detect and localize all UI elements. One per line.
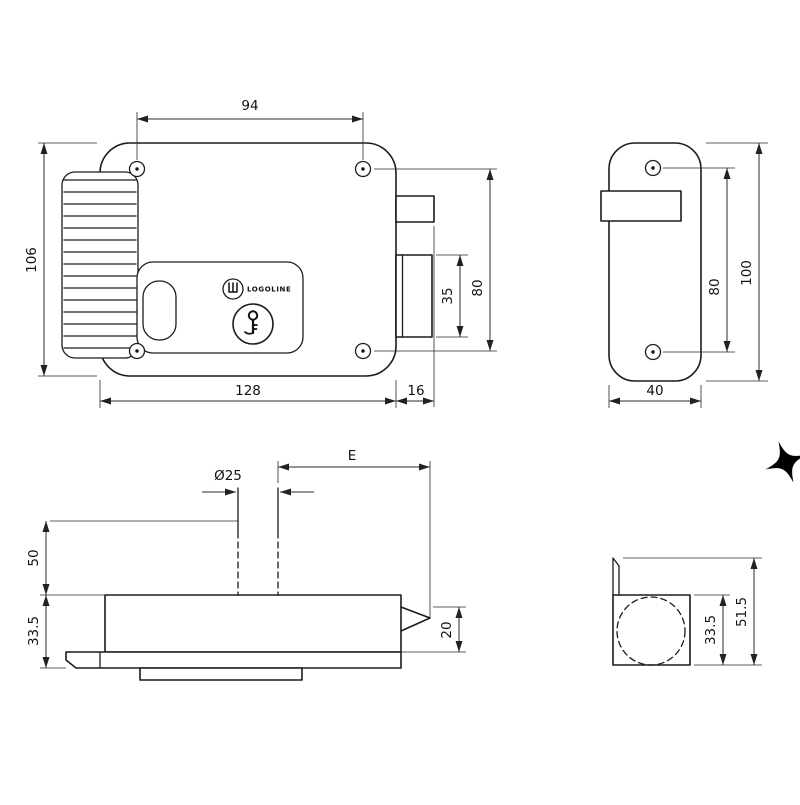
dim-bottom-bolt-throw: 20 [439,621,455,638]
sparkle-icon [765,441,800,483]
logo-glyph-icon [228,282,238,293]
screw-holes [128,160,372,360]
ribbed-cover [61,171,139,359]
lower-block [139,667,303,681]
dim-bottom-cylinder-offset: 50 [26,549,42,566]
bolt-latch [395,254,433,338]
cylinder-hidden-lines [237,531,279,596]
dim-front-hole-spacing-y: 80 [470,279,486,296]
dim-front-body-height: 106 [24,247,40,273]
dim-front-hole-spacing-x: 94 [241,98,258,114]
cylinder-lines [237,487,279,596]
section-cylinder-hidden-circle [616,596,686,666]
bottom-body-outline [104,594,402,653]
dim-section-total-depth: 51.5 [734,597,750,627]
side-latch-strip [600,190,682,222]
rib-lines [63,179,137,349]
dim-side-height: 100 [739,260,755,286]
brand-logo: LOGOLINE [222,278,291,300]
bottom-view: Ø25 E 50 33.5 20 [26,448,466,681]
section-flange [612,557,620,596]
section-dimensions: 33.5 51.5 [623,557,762,666]
key-icon [244,310,259,335]
mounting-plate [65,651,402,669]
dim-section-body-depth: 33.5 [703,615,719,645]
front-view: LOGOLINE 94 10 [24,98,497,408]
side-screw-holes [644,159,662,361]
bottom-dimensions: Ø25 E 50 33.5 20 [26,448,466,669]
dim-bottom-body-depth: 33.5 [26,616,42,646]
panel-slot [142,280,177,341]
dim-front-latch-depth: 16 [407,383,424,399]
dim-bottom-backset: E [348,448,357,464]
dim-side-depth: 40 [646,383,663,399]
side-dimensions: 80 100 40 [608,142,768,408]
keyhole [232,303,274,345]
dim-side-hole-spacing: 80 [707,278,723,295]
side-view: 80 100 40 [600,142,768,408]
dim-front-body-width: 128 [235,383,261,399]
section-view: 33.5 51.5 [612,557,762,666]
bolt-wedge [400,606,431,632]
dim-bottom-cylinder-diameter: Ø25 [214,468,242,484]
front-dimensions: 94 106 128 16 35 80 [24,98,497,408]
dim-front-bolt-height: 35 [440,287,456,304]
brand-name: LOGOLINE [247,286,291,294]
section-body-outline [612,594,691,666]
top-latch [395,195,435,223]
